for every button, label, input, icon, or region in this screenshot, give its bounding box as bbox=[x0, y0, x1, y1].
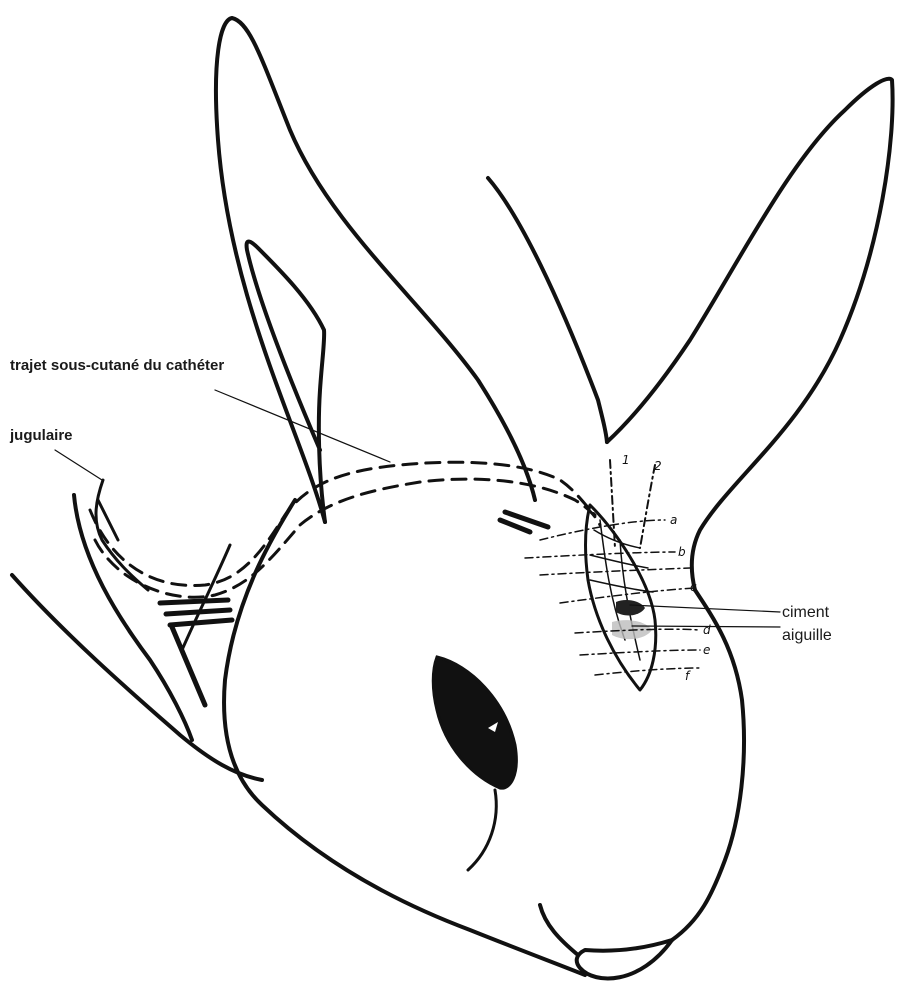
marker-b: b bbox=[678, 545, 686, 559]
catheter-path-lower bbox=[90, 462, 595, 585]
label-aiguille: aiguille bbox=[782, 627, 832, 644]
marker-c: c bbox=[690, 580, 697, 594]
muzzle-outline bbox=[577, 940, 672, 978]
marker-f: f bbox=[685, 669, 691, 683]
label-trajet: trajet sous-cutané du cathéter bbox=[10, 357, 224, 374]
marker-2: 2 bbox=[654, 459, 662, 473]
cheek-line bbox=[468, 790, 496, 870]
catheter-path-upper bbox=[95, 479, 600, 597]
brow-marks bbox=[500, 512, 548, 532]
reference-lines bbox=[525, 460, 700, 675]
mouth-line bbox=[540, 905, 578, 955]
label-ciment: ciment bbox=[782, 604, 830, 621]
right-ear-outline bbox=[607, 79, 893, 590]
eye bbox=[433, 657, 516, 788]
marker-1: 1 bbox=[622, 453, 630, 467]
cement-mass bbox=[616, 600, 645, 615]
marker-d: d bbox=[703, 623, 711, 637]
neck-front-line bbox=[74, 495, 192, 740]
left-ear-outline bbox=[216, 18, 535, 522]
right-ear-front-edge bbox=[488, 178, 607, 442]
marker-a: a bbox=[670, 513, 677, 527]
leader-jugulaire bbox=[55, 450, 102, 480]
head-outline bbox=[224, 500, 585, 975]
label-jugulaire: jugulaire bbox=[9, 427, 73, 444]
marker-e: e bbox=[703, 643, 710, 657]
